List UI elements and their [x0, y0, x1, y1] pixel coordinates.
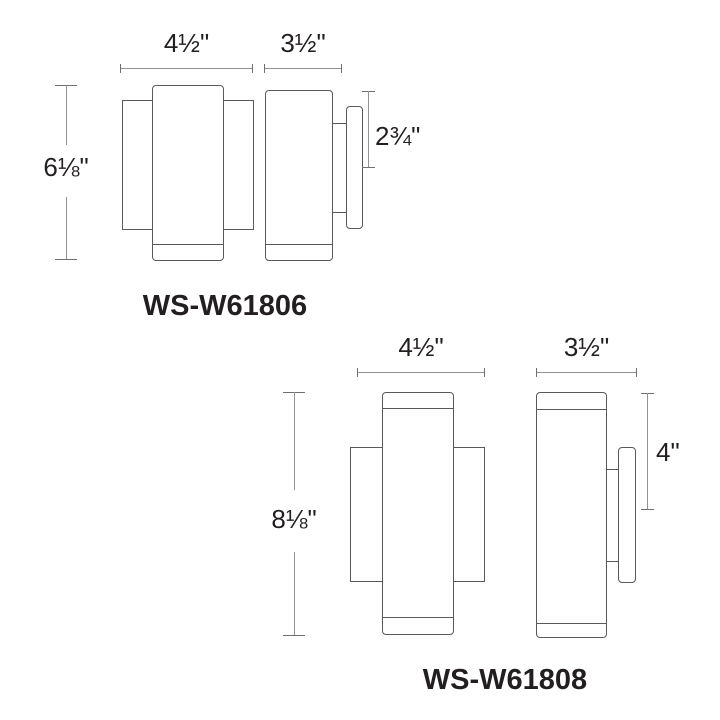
- dimension-tick: [120, 64, 121, 73]
- model-number-label: WS-W61808: [422, 664, 588, 696]
- dimension-tick: [357, 368, 358, 377]
- width-dimension-label: 4½": [398, 332, 444, 362]
- width-dimension-line: [357, 372, 485, 373]
- bracket-dimension-label: 4": [656, 437, 680, 467]
- dimension-tick: [636, 368, 637, 377]
- side-view-body: [265, 90, 333, 261]
- front-view-body: [152, 85, 224, 261]
- side-view-mount-plate: [618, 447, 636, 583]
- bracket-dimension-line: [368, 91, 369, 167]
- height-dimension-line: [294, 392, 295, 490]
- side-view-bottom-band-line: [537, 623, 606, 624]
- bracket-dimension-line: [647, 393, 648, 509]
- side-view-mount-arm-line: [332, 123, 346, 124]
- side-view-bottom-band-line: [266, 244, 332, 245]
- side-view-mount-arm-line: [332, 212, 346, 213]
- height-dimension-line: [66, 85, 67, 145]
- side-view-body: [536, 392, 607, 638]
- model-number-label: WS-W61806: [142, 290, 308, 322]
- dimension-tick: [341, 64, 342, 73]
- width-dimension-line: [120, 68, 253, 69]
- height-dimension-line: [294, 552, 295, 635]
- height-dimension-label: 8⅛": [271, 504, 317, 534]
- dimension-tick: [55, 259, 77, 260]
- dimension-tick: [252, 64, 253, 73]
- dimension-tick: [283, 635, 305, 636]
- dimension-tick: [264, 64, 265, 73]
- width-dimension-label: 4½": [163, 28, 210, 58]
- dimension-tick: [362, 167, 375, 168]
- front-view-body: [382, 392, 454, 635]
- dimension-tick: [484, 368, 485, 377]
- height-dimension-label: 6⅛": [43, 152, 89, 182]
- bracket-dimension-label: 2¾": [375, 121, 421, 151]
- side-view-top-band-line: [537, 409, 606, 410]
- side-view-mount-arm-line: [606, 469, 618, 470]
- height-dimension-line: [66, 197, 67, 259]
- front-view-top-band-line: [383, 408, 453, 409]
- front-view-bottom-band-line: [383, 617, 453, 618]
- front-view-bottom-band-line: [153, 244, 223, 245]
- side-view-mount-arm-line: [606, 561, 618, 562]
- depth-dimension-line: [536, 372, 637, 373]
- dimension-tick: [641, 509, 654, 510]
- depth-dimension-label: 3½": [563, 332, 610, 362]
- depth-dimension-line: [264, 68, 342, 69]
- depth-dimension-label: 3½": [280, 28, 326, 58]
- dimension-tick: [536, 368, 537, 377]
